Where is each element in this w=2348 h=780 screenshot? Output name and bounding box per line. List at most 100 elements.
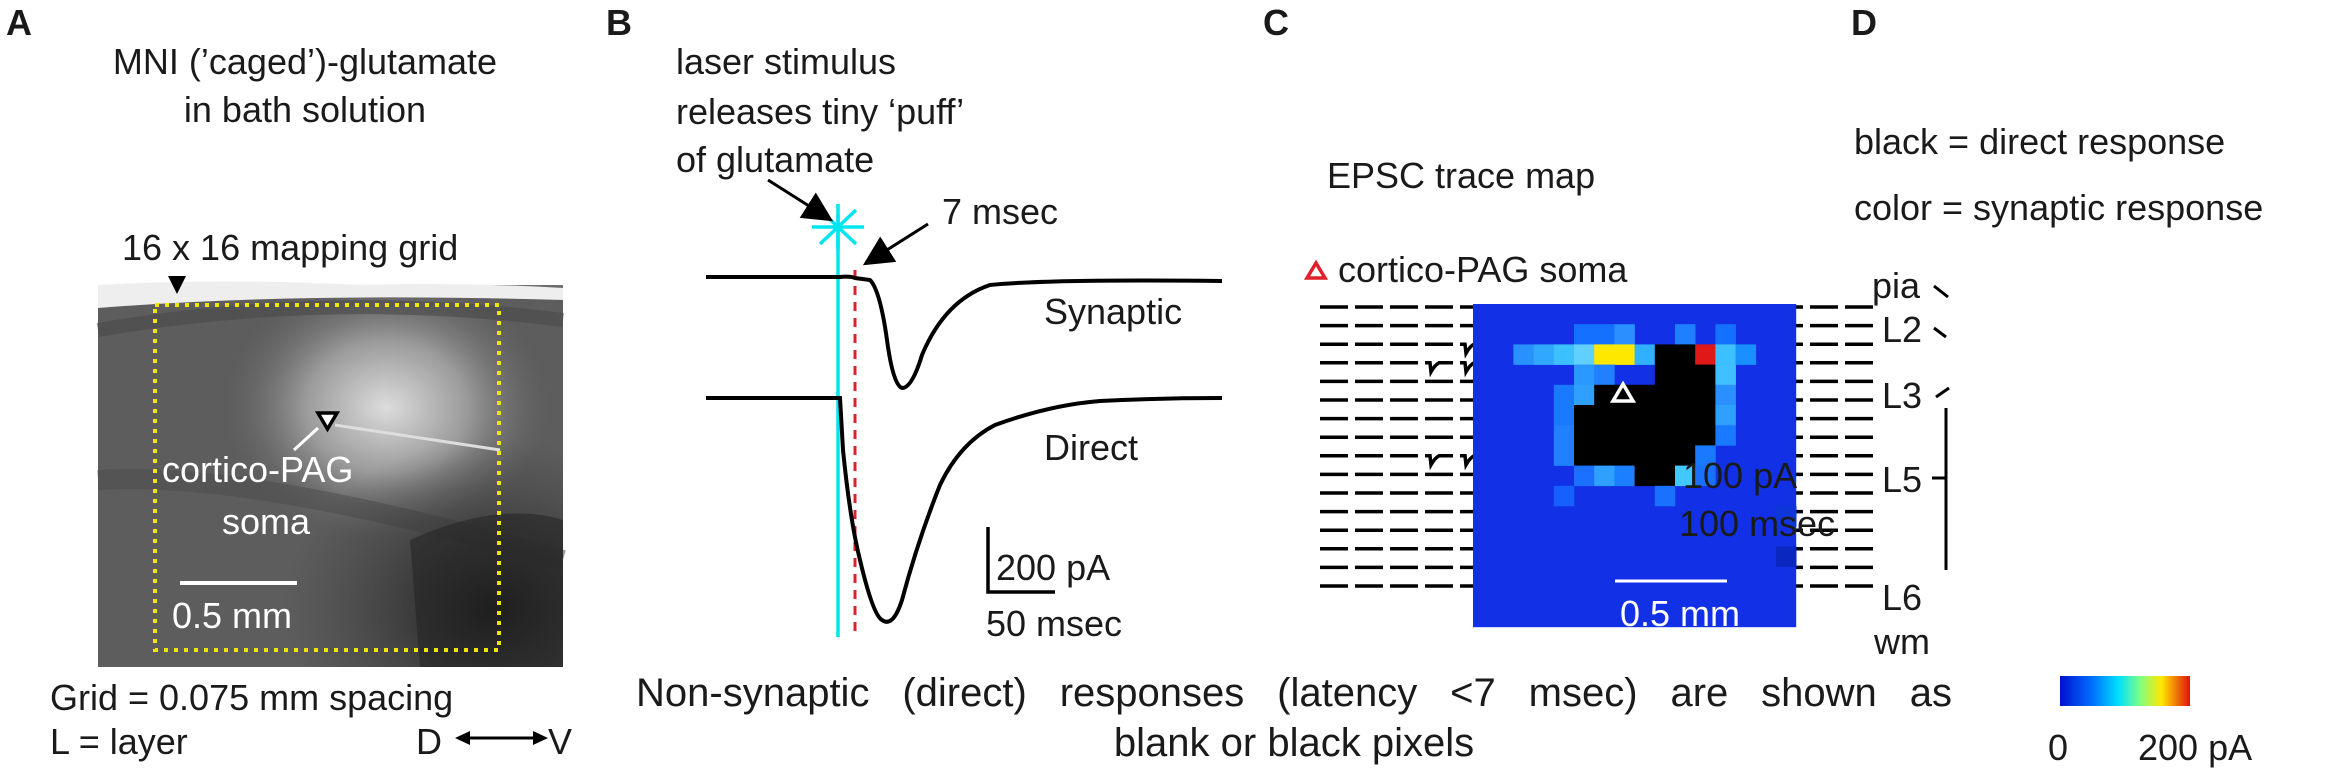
caption-word: as xyxy=(1909,671,1952,715)
panel-a-title-line1: MNI (’caged’)-glutamate xyxy=(112,41,498,82)
axis-ventral: V xyxy=(548,721,573,762)
soma-label-line1: cortico-PAG xyxy=(162,449,354,490)
heatmap-cell xyxy=(1594,384,1615,406)
panel-label-d: D xyxy=(1851,2,1877,43)
heatmap-cell xyxy=(1735,344,1757,365)
heatmap-cell xyxy=(1634,445,1656,466)
heatmap-cell xyxy=(1675,445,1696,466)
heatmap-cell xyxy=(1715,425,1736,446)
stimulus-annot-line1: laser stimulus xyxy=(676,41,897,82)
heatmap-cell xyxy=(1634,344,1656,365)
heatmap-cell xyxy=(1695,384,1716,406)
heatmap-cell xyxy=(1654,405,1676,426)
scalebar-c-x-label: 100 msec xyxy=(1679,503,1836,544)
heatmap-cell xyxy=(1594,425,1615,446)
heatmap-cell xyxy=(1614,324,1635,345)
heatmap-cell xyxy=(1715,324,1736,345)
trace-map-trace xyxy=(1425,361,1453,378)
caption-word: (direct) xyxy=(902,671,1027,715)
heatmap-cell xyxy=(1715,344,1736,365)
heatmap-cell xyxy=(1675,465,1696,487)
soma-pointer-line xyxy=(292,426,320,452)
scalebar-b xyxy=(986,527,1055,594)
heatmap-cell xyxy=(1634,465,1656,487)
heatmap-cell xyxy=(1553,445,1575,466)
heatmap-cell xyxy=(1574,445,1595,466)
trace-map-trace xyxy=(1425,454,1453,471)
scalebar-d-label: 0.5 mm xyxy=(1620,593,1741,634)
heatmap-cell xyxy=(1654,485,1676,507)
heatmap-cell xyxy=(1654,425,1676,446)
colorbar-min-label: 0 xyxy=(2048,727,2069,768)
heatmap-cell xyxy=(1634,405,1656,426)
latency-label: 7 msec xyxy=(942,191,1059,232)
brain-slice-photo xyxy=(96,281,566,667)
heatmap-cell xyxy=(1654,364,1676,386)
heatmap-cell xyxy=(1614,465,1635,487)
caption-word: responses xyxy=(1059,671,1245,715)
heatmap-cell xyxy=(1654,384,1676,406)
footer-layer: L = layer xyxy=(50,721,188,762)
heatmap-cell xyxy=(1715,405,1736,426)
heatmap-cell xyxy=(1695,405,1716,426)
caption-word: <7 xyxy=(1450,671,1496,715)
heatmap-cell xyxy=(1654,344,1676,365)
layer-label-pia: pia xyxy=(1872,265,1921,306)
heatmap-cell xyxy=(1614,344,1635,365)
scalebar-a-label: 0.5 mm xyxy=(172,595,293,636)
scalebar-c-y-label: 100 pA xyxy=(1683,455,1798,496)
layer-label-l6: L6 xyxy=(1882,577,1923,618)
heatmap-cell xyxy=(1513,344,1534,365)
soma-legend-marker xyxy=(1303,259,1329,280)
trace-map-title: EPSC trace map xyxy=(1327,155,1596,196)
heatmap-cell xyxy=(1553,344,1575,365)
heatmap-cell xyxy=(1675,405,1696,426)
caption-line1: Non-synaptic (direct) responses (latency… xyxy=(636,668,1952,718)
caption-word: Non-synaptic xyxy=(636,671,870,715)
heatmap-cell xyxy=(1695,344,1716,365)
scalebar-b-y-label: 200 pA xyxy=(996,547,1111,588)
response-heatmap xyxy=(1473,304,1797,628)
heatmap-cell xyxy=(1553,405,1575,426)
heatmap-cell xyxy=(1675,384,1696,406)
heatmap-cell xyxy=(1574,364,1595,386)
heatmap-cell xyxy=(1614,425,1635,446)
colorbar-max-label: 200 pA xyxy=(2138,727,2253,768)
panel-label-a: A xyxy=(6,2,32,43)
soma-legend-label: cortico-PAG soma xyxy=(1338,249,1628,290)
heatmap-cell xyxy=(1675,324,1696,345)
trace-panel-b xyxy=(706,178,1223,637)
synaptic-trace xyxy=(706,274,1223,391)
legend-synaptic: color = synaptic response xyxy=(1854,187,2264,228)
stimulus-star-icon xyxy=(812,204,864,250)
synaptic-trace-label: Synaptic xyxy=(1044,291,1183,332)
direct-trace xyxy=(706,396,1223,624)
footer-grid-spacing: Grid = 0.075 mm spacing xyxy=(50,677,454,718)
latency-arrow xyxy=(862,222,929,266)
heatmap-cell xyxy=(1533,344,1555,365)
legend-direct: black = direct response xyxy=(1854,121,2226,162)
heatmap-cell xyxy=(1695,425,1716,446)
soma-marker-d xyxy=(1609,380,1637,403)
layer-label-wm: wm xyxy=(1874,621,1930,662)
heatmap-cell xyxy=(1553,384,1575,406)
heatmap-cell xyxy=(1574,465,1595,487)
stimulus-annot-line2: releases tiny ‘puff’ xyxy=(676,91,965,132)
mapping-grid-outline xyxy=(153,303,501,652)
heatmap-cell xyxy=(1574,384,1595,406)
heatmap-cell xyxy=(1675,344,1696,365)
panel-label-b: B xyxy=(606,2,632,43)
heatmap-cell xyxy=(1776,506,1797,527)
heatmap-cell xyxy=(1574,425,1595,446)
heatmap-cell xyxy=(1634,384,1656,406)
heatmap-cell xyxy=(1654,465,1676,487)
layer-label-l5: L5 xyxy=(1882,459,1923,500)
heatmap-cell xyxy=(1574,324,1595,345)
grid-label: 16 x 16 mapping grid xyxy=(122,227,459,268)
heatmap-cell xyxy=(1715,384,1736,406)
heatmap-cell xyxy=(1675,364,1696,386)
heatmap-cell xyxy=(1574,405,1595,426)
heatmap-cell xyxy=(1553,425,1575,446)
panel-a-title-line2: in bath solution xyxy=(183,89,427,130)
